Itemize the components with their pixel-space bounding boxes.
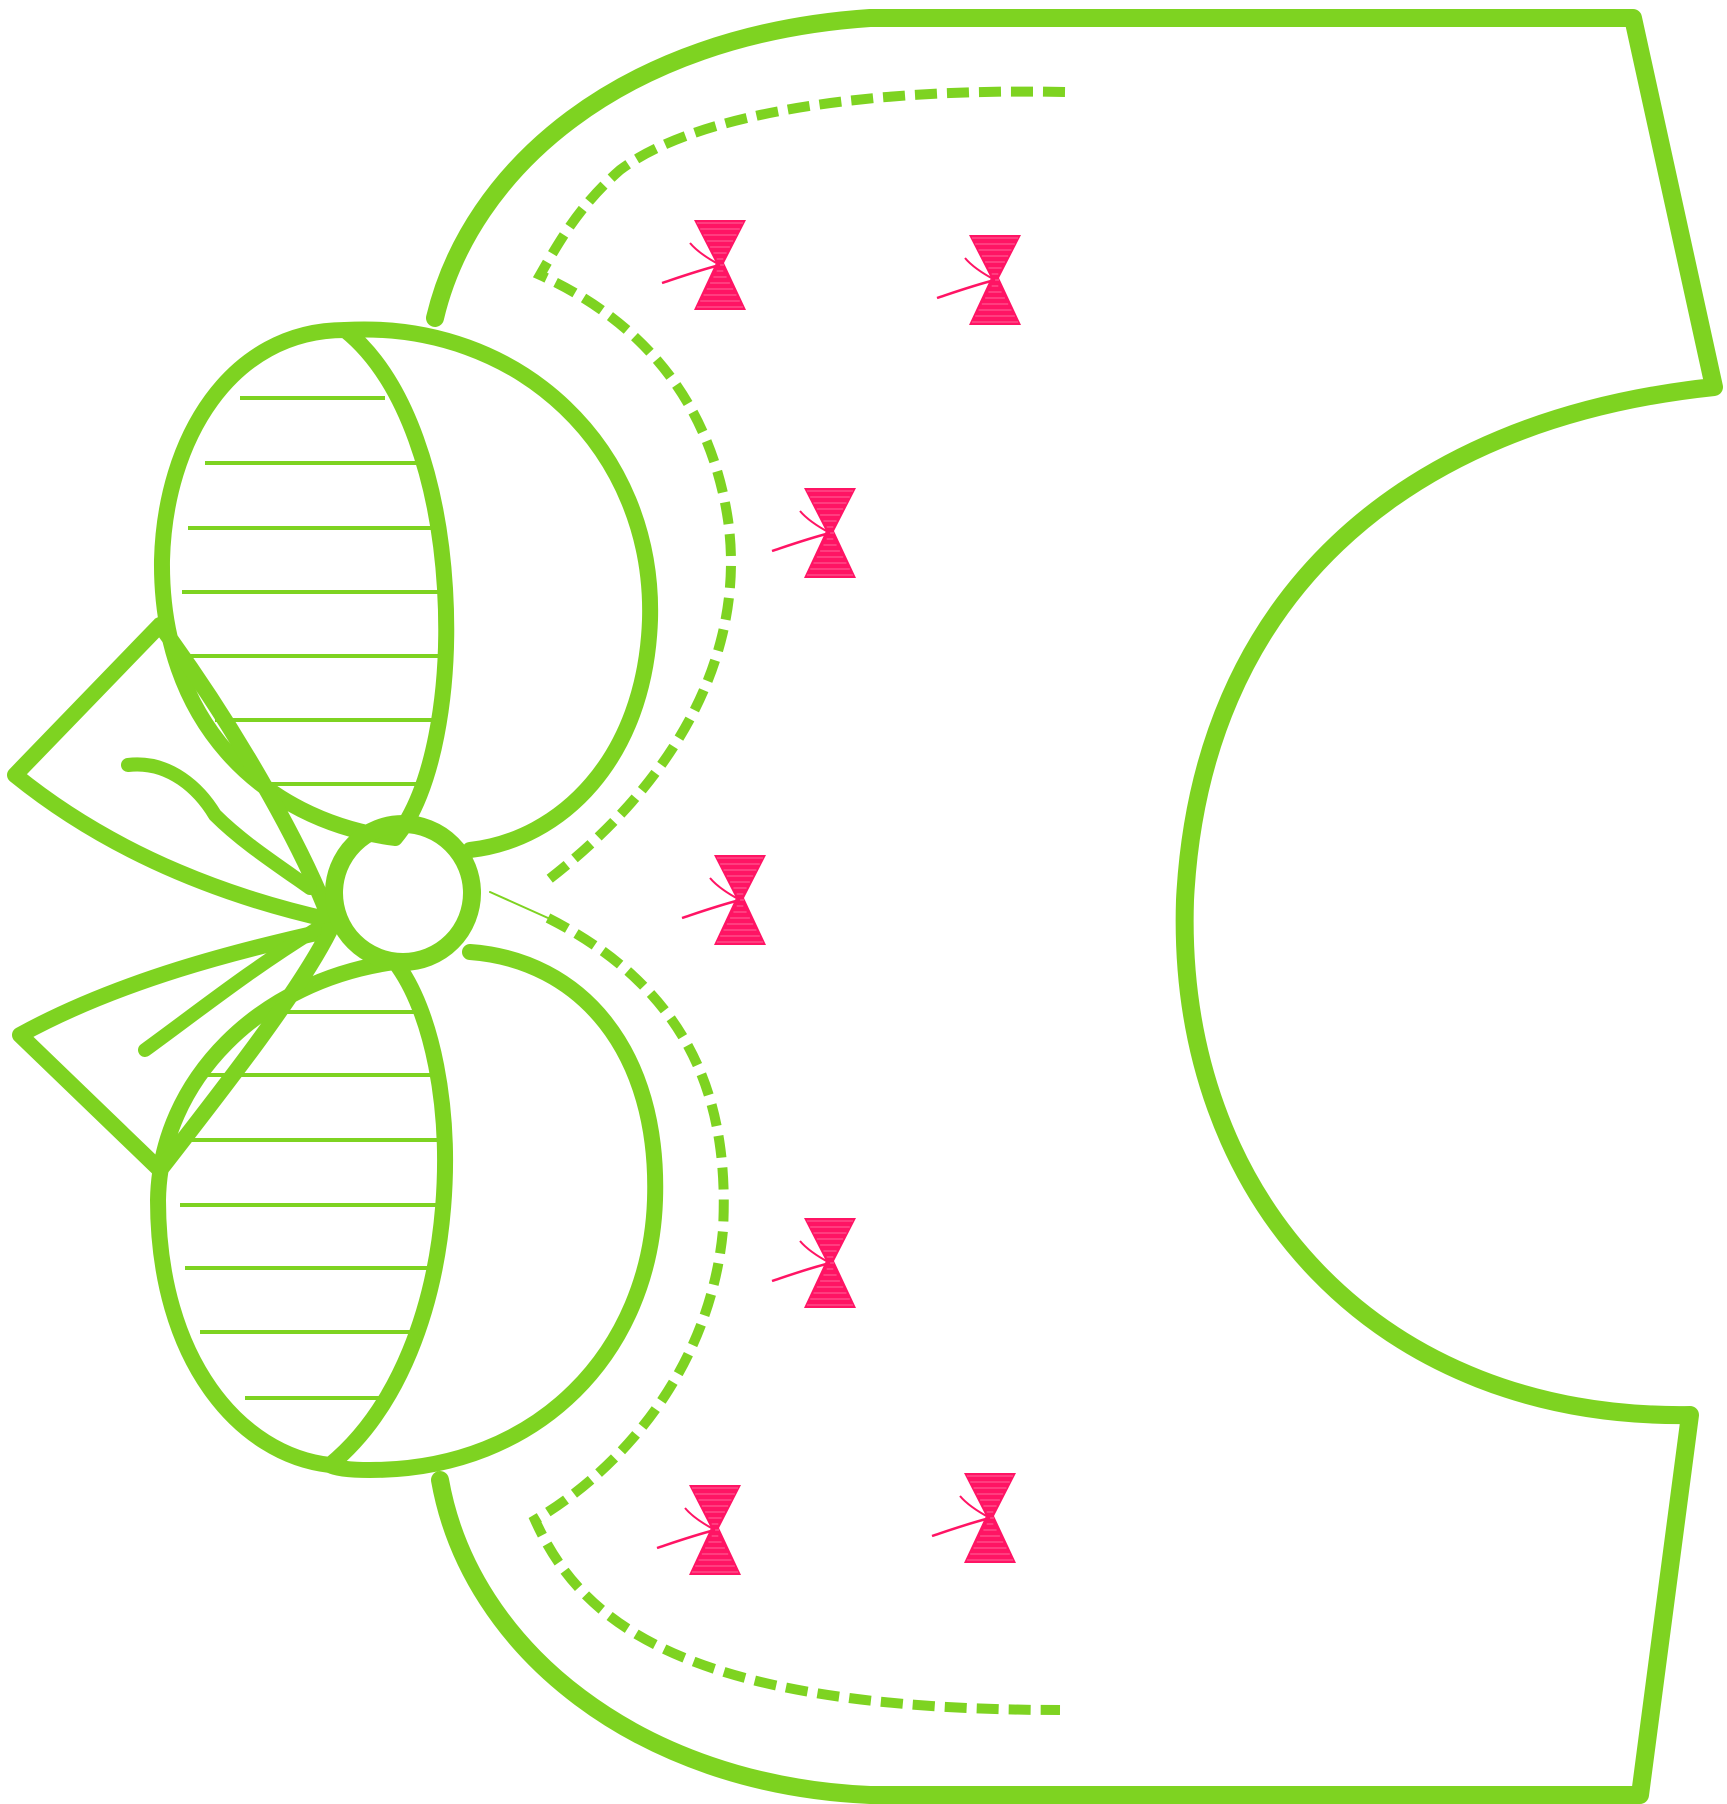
center-tie-line (489, 891, 549, 919)
upper-lobe-outline (337, 321, 659, 858)
upper-petal-accent (121, 757, 317, 895)
left-lower-petal-outline (12, 922, 338, 1178)
pink-bow-motif (936, 235, 1021, 325)
lower-leaf-hatching (180, 1010, 450, 1400)
upper-leaf-outline (153, 322, 455, 846)
pink-bow-motif (771, 1218, 856, 1308)
pink-bow-motif (771, 488, 856, 578)
neckline-dash-upper (532, 86, 1066, 884)
bow-motifs (656, 220, 1021, 1575)
pink-bow-motif (656, 1485, 741, 1575)
neckline-dash-lower (528, 913, 1061, 1715)
lower-lobe-outline (322, 944, 664, 1478)
lower-leaf-outline (150, 954, 453, 1473)
center-knot-circle (325, 815, 481, 971)
pink-bow-motif (661, 220, 746, 310)
upper-leaf-hatching (182, 396, 450, 786)
pink-bow-motif (681, 855, 766, 945)
outer-garment-outline (426, 9, 1723, 1804)
lower-petal-accent (138, 923, 322, 1057)
pink-bow-motif (931, 1473, 1016, 1563)
